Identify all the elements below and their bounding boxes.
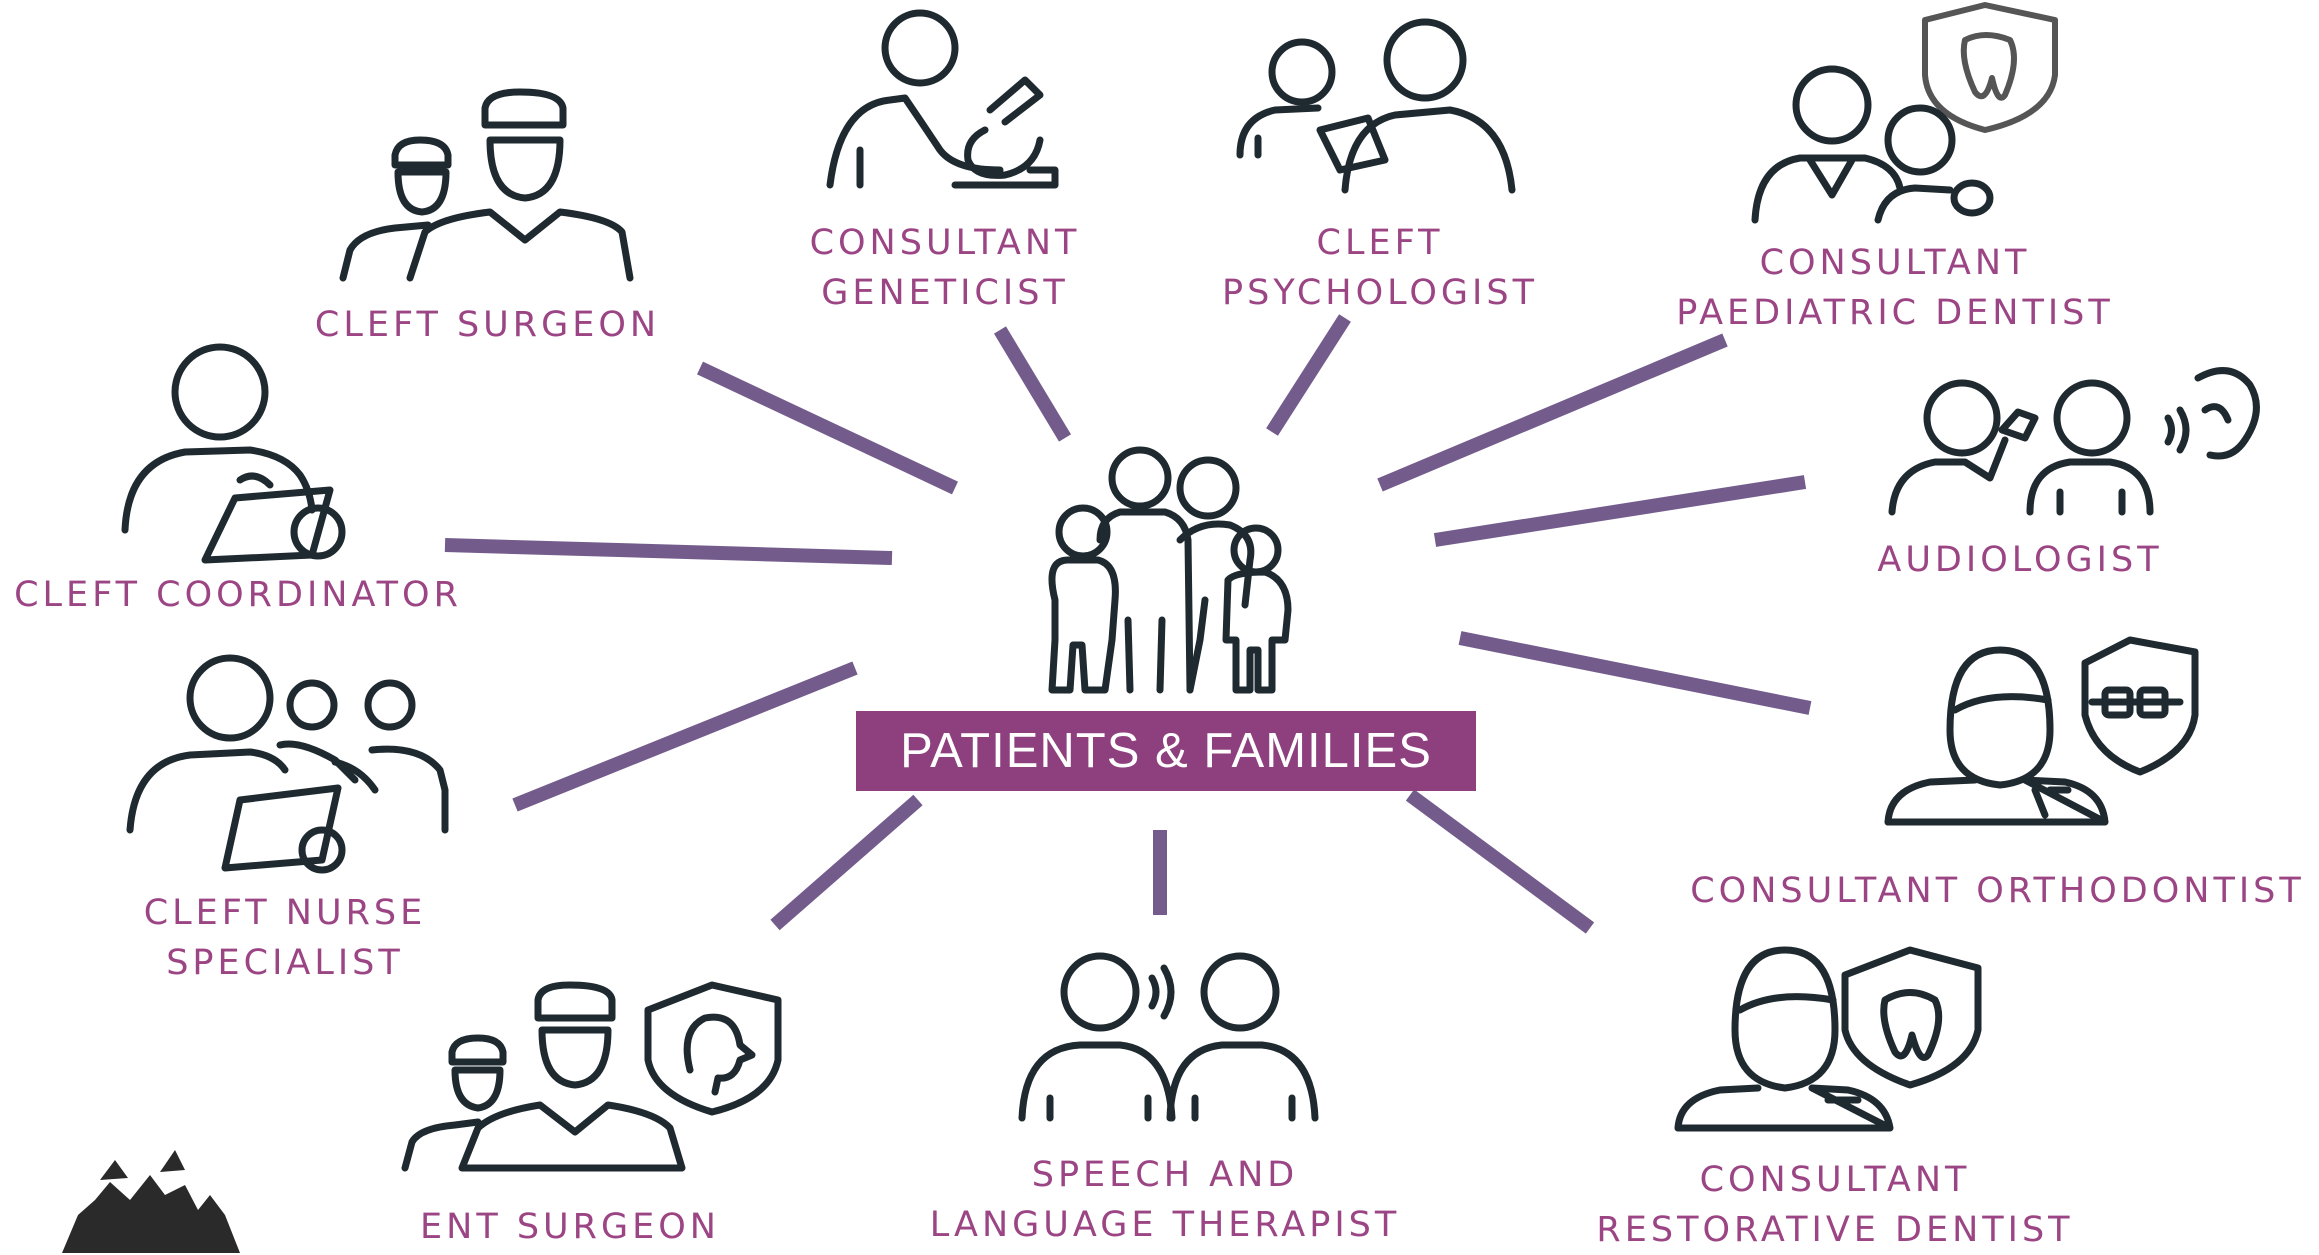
ray-coordinator: [444, 538, 893, 565]
label-consultant-geneticist: CONSULTANT GENETICIST: [790, 218, 1100, 318]
label-line: ENT SURGEON: [420, 1207, 720, 1247]
patients-families-label: PATIENTS & FAMILIES: [900, 724, 1432, 778]
surgeon-icon: [339, 88, 634, 282]
label-line: LANGUAGE THERAPIST: [929, 1205, 1401, 1245]
nurse-specialist-icon: [126, 654, 449, 874]
label-consultant-orthodontist: CONSULTANT ORTHODONTIST: [1680, 866, 2315, 916]
label-line: SPEECH AND: [1031, 1155, 1299, 1195]
label-line: RESTORATIVE DENTIST: [1596, 1210, 2074, 1250]
label-line: PAEDIATRIC DENTIST: [1676, 293, 2114, 333]
logo-emblem: [62, 1150, 240, 1253]
label-line: CONSULTANT: [1759, 243, 2031, 283]
label-line: CLEFT COORDINATOR: [14, 575, 462, 615]
label-line: CLEFT SURGEON: [314, 305, 661, 345]
label-line: CLEFT NURSE: [143, 893, 427, 933]
ray-geneticist: [994, 326, 1071, 442]
label-line: CONSULTANT: [809, 223, 1081, 263]
ray-restorative-dentist: [1405, 789, 1595, 934]
label-consultant-paediatric-dentist: CONSULTANT PAEDIATRIC DENTIST: [1665, 238, 2125, 338]
speech-therapist-icon: [1018, 952, 1319, 1122]
restorative-dentist-icon: [1674, 946, 1982, 1132]
connector-rays: [444, 314, 1812, 934]
audiologist-icon: [1888, 367, 2260, 516]
ray-paediatric-dentist: [1377, 333, 1728, 492]
label-line: SPECIALIST: [166, 943, 404, 983]
family-icon: [1048, 446, 1292, 694]
label-cleft-nurse-specialist: CLEFT NURSE SPECIALIST: [120, 888, 450, 988]
label-cleft-surgeon: CLEFT SURGEON: [300, 300, 675, 350]
label-cleft-coordinator: CLEFT COORDINATOR: [8, 570, 468, 620]
patients-families-banner: PATIENTS & FAMILIES: [856, 711, 1476, 791]
geneticist-icon: [826, 9, 1059, 189]
psychologist-icon: [1236, 18, 1516, 194]
label-line: CONSULTANT: [1699, 1160, 1971, 1200]
label-cleft-psychologist: CLEFT PSYCHOLOGIST: [1210, 218, 1550, 318]
coordinator-icon: [121, 343, 346, 564]
ray-audiologist: [1433, 475, 1807, 547]
paediatric-dentist-icon: [1751, 2, 2058, 224]
label-line: CLEFT: [1316, 223, 1444, 263]
ray-ent-surgeon: [770, 794, 923, 931]
orthodontist-icon: [1884, 636, 2199, 826]
label-line: GENETICIST: [821, 273, 1069, 313]
label-line: CONSULTANT ORTHODONTIST: [1690, 871, 2305, 911]
ray-cleft-surgeon: [697, 361, 958, 495]
ray-psychologist: [1266, 314, 1351, 436]
ent-surgeon-icon: [401, 981, 782, 1172]
label-ent-surgeon: ENT SURGEON: [395, 1202, 745, 1252]
label-line: AUDIOLOGIST: [1877, 540, 2163, 580]
label-consultant-restorative-dentist: CONSULTANT RESTORATIVE DENTIST: [1590, 1155, 2080, 1255]
ray-nurse-specialist: [512, 661, 858, 812]
label-line: PSYCHOLOGIST: [1222, 273, 1538, 313]
label-audiologist: AUDIOLOGIST: [1870, 535, 2170, 585]
ray-orthodontist: [1458, 631, 1812, 715]
label-speech-language-therapist: SPEECH AND LANGUAGE THERAPIST: [920, 1150, 1410, 1250]
